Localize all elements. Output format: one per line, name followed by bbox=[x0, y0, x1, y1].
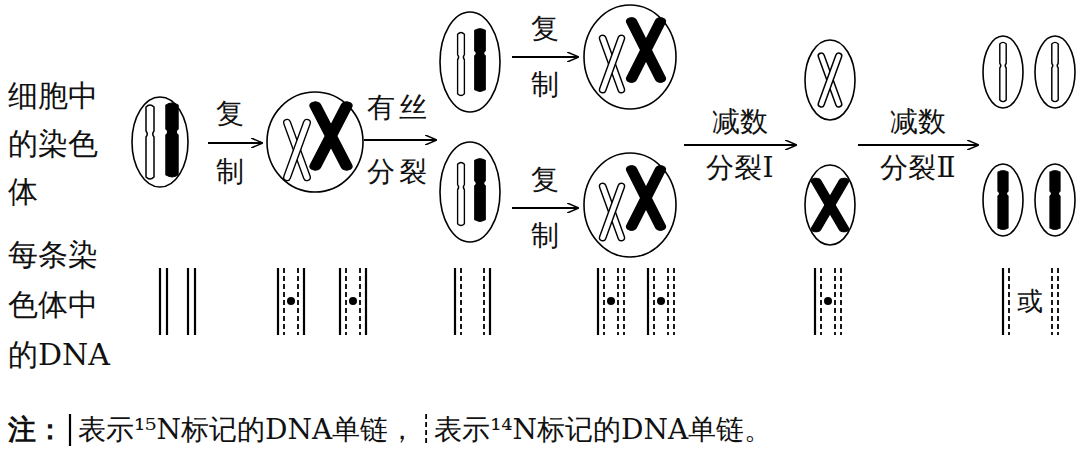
arrow-label: 有丝分裂 bbox=[364, 76, 434, 204]
cell bbox=[805, 165, 855, 245]
black-chromosome bbox=[625, 17, 667, 84]
black-chromosome bbox=[1050, 170, 1060, 229]
row-heading: 细胞中的染色体 bbox=[8, 72, 101, 216]
arrow bbox=[512, 207, 578, 209]
cell bbox=[584, 5, 676, 109]
n14-strands bbox=[284, 268, 1058, 335]
cell bbox=[440, 142, 500, 242]
or-label: 或 bbox=[1014, 284, 1045, 318]
arrow-label: 复制 bbox=[213, 85, 247, 201]
black-chromosome bbox=[998, 170, 1008, 229]
row-heading: 每条染色体中的DNA bbox=[8, 230, 116, 380]
white-chromosome bbox=[283, 118, 311, 181]
white-chromosome bbox=[817, 52, 842, 108]
arrow bbox=[684, 144, 796, 146]
black-chromosome bbox=[810, 177, 850, 233]
white-chromosome bbox=[458, 163, 465, 226]
note-heading: 注： bbox=[8, 413, 64, 447]
arrow-label: 复制 bbox=[528, 152, 562, 264]
white-chromosome bbox=[599, 34, 626, 93]
dashed-strand-sample bbox=[425, 414, 427, 446]
black-chromosome bbox=[475, 29, 485, 92]
arrow-label: 减数分裂Ⅱ bbox=[880, 99, 956, 191]
solid-strand-sample bbox=[69, 414, 71, 446]
arrow bbox=[512, 56, 578, 58]
black-chromosome bbox=[308, 101, 353, 171]
white-chromosome bbox=[1000, 42, 1006, 101]
cell bbox=[267, 92, 363, 192]
cell bbox=[132, 97, 188, 187]
cell-outlines bbox=[132, 5, 1075, 257]
white-chromosome bbox=[599, 182, 626, 241]
white-chromosome bbox=[1052, 42, 1058, 101]
cell bbox=[983, 36, 1023, 108]
black-chromosome bbox=[625, 165, 667, 232]
cell bbox=[440, 12, 500, 112]
cell bbox=[983, 164, 1023, 236]
chromosomes bbox=[146, 17, 1060, 242]
n15-strands bbox=[160, 268, 1003, 335]
white-chromosome bbox=[146, 105, 154, 179]
arrow bbox=[364, 139, 436, 141]
black-chromosome bbox=[166, 103, 178, 177]
cell bbox=[1035, 36, 1075, 108]
cell bbox=[805, 40, 855, 120]
black-chromosome bbox=[475, 159, 485, 222]
cell bbox=[1035, 164, 1075, 236]
cell bbox=[584, 153, 676, 257]
arrow bbox=[858, 144, 978, 146]
process-arrows bbox=[208, 57, 978, 208]
note-text: 表示¹⁵N标记的DNA单链， bbox=[78, 413, 416, 447]
dna-strands bbox=[160, 268, 1058, 335]
arrow-label: 复制 bbox=[528, 1, 562, 113]
centromere-dots bbox=[287, 297, 832, 305]
arrow-label: 减数分裂Ⅰ bbox=[702, 99, 778, 191]
arrow bbox=[208, 142, 262, 144]
note-text: 表示¹⁴N标记的DNA单链。 bbox=[434, 413, 772, 447]
white-chromosome bbox=[458, 33, 465, 96]
